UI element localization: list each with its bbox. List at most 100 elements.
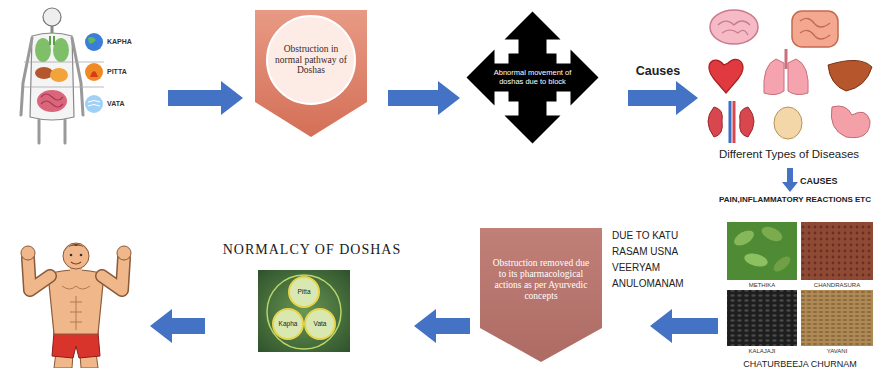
illustration-shape <box>80 254 83 257</box>
illustration-shape <box>709 59 743 93</box>
illustration-shape <box>828 60 872 91</box>
illustration-shape <box>85 95 103 113</box>
illustration-shape <box>53 38 69 62</box>
illustration-shape <box>258 270 350 352</box>
illustration-shape <box>289 277 319 307</box>
illustration-caption: Different Types of Diseases <box>700 148 878 161</box>
illustration-shape <box>28 258 50 290</box>
illustration-shape <box>727 290 797 346</box>
diseases-illustration: Different Types of Diseases <box>700 3 878 173</box>
illustration-shape <box>88 101 100 107</box>
illustration-shape <box>718 21 750 35</box>
illustration-shape <box>28 258 50 290</box>
effect-label: PAIN,INFLAMMATORY REACTIONS ETC <box>714 195 876 204</box>
illustration-shape <box>21 246 35 260</box>
illustration-shape <box>85 33 103 51</box>
herb-name: KALAJAJI <box>727 348 797 355</box>
illustration-shape <box>831 106 870 138</box>
dosha-label: Pitta <box>290 288 318 295</box>
illustration-shape <box>267 16 355 104</box>
illustration-shape <box>70 254 73 257</box>
herb-name: YAVANI <box>801 348 873 355</box>
illustration-shape <box>90 71 98 77</box>
illustration-shape <box>35 67 53 79</box>
down-arrow <box>782 168 798 192</box>
illustration-shape <box>782 168 798 192</box>
dosha-label: PITTA <box>107 68 161 76</box>
illustration-shape <box>50 36 54 45</box>
flow-arrow <box>628 81 698 115</box>
process-text: Obstruction in normal pathway of Doshas <box>270 44 352 77</box>
illustration-shape <box>708 107 722 137</box>
illustration-shape <box>727 290 797 346</box>
arrow-label: CAUSES <box>800 176 860 186</box>
illustration-caption: CHATURBEEJA CHURNAM <box>722 359 878 369</box>
process-text: Abnormal movement of doshas due to block <box>487 69 579 86</box>
illustration-shape <box>800 18 830 39</box>
node-shape <box>700 3 878 173</box>
dosha-illustration: NORMALCY OF DOSHAS <box>212 236 412 356</box>
illustration-shape <box>727 222 797 280</box>
flow-arrow <box>414 309 470 343</box>
illustration-shape <box>733 101 736 143</box>
flow-arrow <box>650 309 718 343</box>
herb-name: METHIKA <box>727 282 797 289</box>
illustration-shape <box>255 10 367 137</box>
illustration-shape <box>63 243 89 269</box>
illustration-shape <box>41 94 63 107</box>
illustration-shape <box>48 270 104 334</box>
illustration-shape <box>729 101 732 143</box>
illustration-shape <box>71 262 81 264</box>
dosha-label: Kapha <box>274 320 302 327</box>
node-shape <box>10 5 165 145</box>
strong-man-figure <box>18 234 133 368</box>
action-note: DUE TO KATU RASAM USNA VEERYAM ANULOMANA… <box>612 228 704 292</box>
illustration-shape <box>102 258 124 290</box>
illustration-shape <box>774 107 802 139</box>
illustration-shape <box>267 275 341 349</box>
illustration-shape <box>801 222 873 280</box>
illustration-shape <box>258 270 350 352</box>
illustration-shape <box>801 290 873 346</box>
illustration-shape <box>792 11 838 47</box>
illustration-shape <box>43 8 61 26</box>
herb-name: CHANDRASURA <box>801 282 873 289</box>
body-illustration: KAPHA PITTA VATA <box>10 5 165 145</box>
illustration-shape <box>117 246 131 260</box>
flow-arrow <box>168 81 243 115</box>
illustration-shape <box>743 251 769 269</box>
illustration-shape <box>37 90 67 112</box>
process-text: Obstruction removed due to its pharmacol… <box>489 258 593 302</box>
illustration-shape <box>62 286 90 330</box>
illustration-shape <box>801 222 873 280</box>
dosha-label: KAPHA <box>107 38 161 46</box>
illustration-shape <box>24 87 104 88</box>
flow-arrow <box>388 81 460 115</box>
illustration-shape <box>771 254 793 275</box>
herb-illustration: CHATURBEEJA CHURNAM <box>722 218 878 375</box>
illustration-shape <box>764 59 784 95</box>
illustration-title: NORMALCY OF DOSHAS <box>212 242 412 258</box>
process-pentagon: Obstruction in normal pathway of Doshas <box>255 10 367 137</box>
illustration-shape <box>30 33 74 120</box>
illustration-shape <box>759 224 784 244</box>
dosha-label: VATA <box>107 100 161 108</box>
illustration-shape <box>273 309 303 339</box>
illustration-shape <box>35 38 51 62</box>
illustration-shape <box>85 63 103 81</box>
node-shape <box>722 218 878 375</box>
illustration-shape <box>467 12 599 144</box>
illustration-shape <box>801 290 873 346</box>
illustration-shape <box>480 228 602 362</box>
illustration-shape <box>785 49 788 69</box>
dosha-label: Vata <box>306 320 334 327</box>
illustration-shape <box>788 59 808 95</box>
four-way-arrow: Abnormal movement of doshas due to block <box>465 10 600 145</box>
illustration-shape <box>50 68 68 82</box>
illustration-shape <box>63 244 89 252</box>
illustration-shape <box>102 258 124 290</box>
illustration-shape <box>150 309 205 343</box>
arrow-label: Causes <box>626 64 690 78</box>
illustration-shape <box>88 37 96 44</box>
